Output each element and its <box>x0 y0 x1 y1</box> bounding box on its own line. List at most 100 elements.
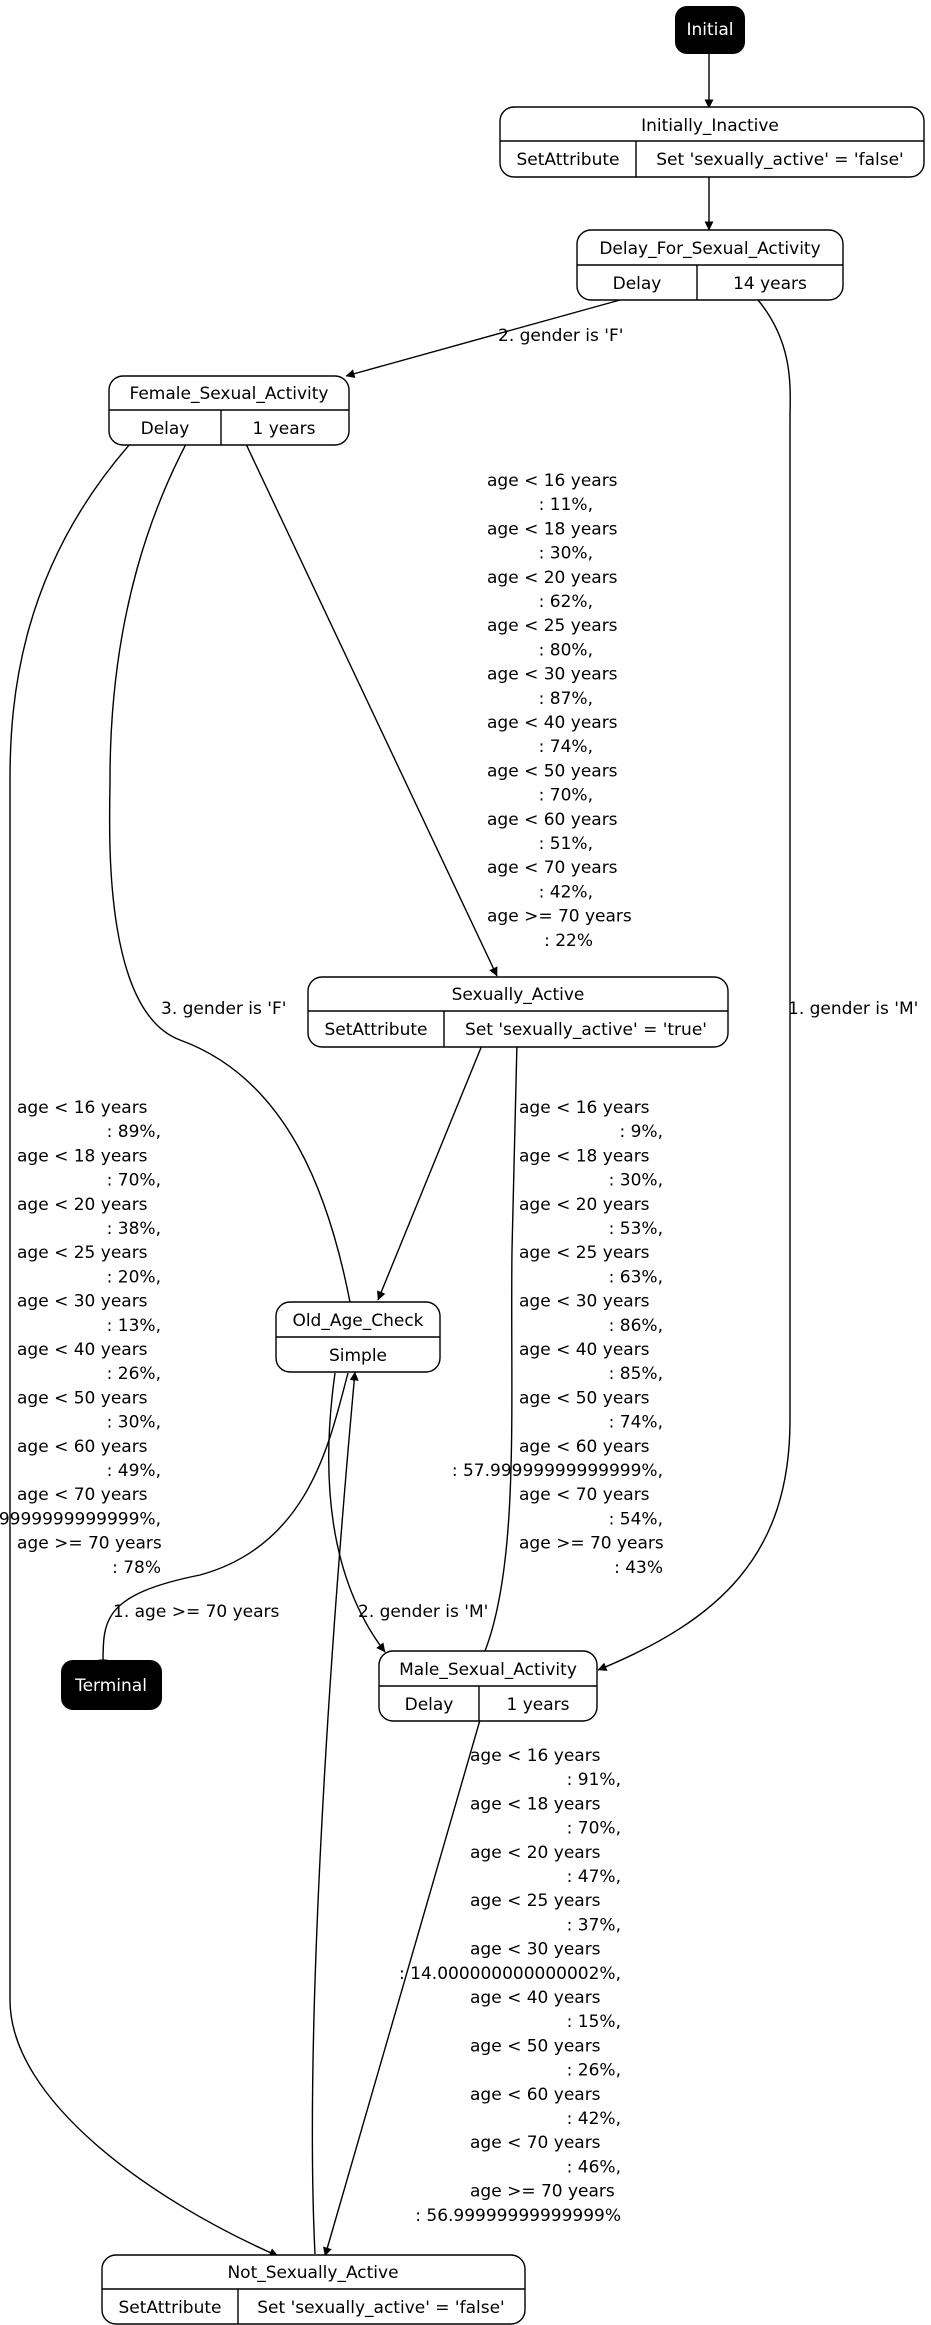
label-line: : 63%, <box>609 1267 663 1287</box>
label-line: : 22% <box>544 931 593 951</box>
state-not-active-name: Not_Sexually_Active <box>227 2263 398 2283</box>
label-line: : 26%, <box>567 2061 621 2081</box>
edge-female-to-sexually-active <box>245 443 498 977</box>
label-line: age < 30 years <box>17 1292 148 1312</box>
label-line: age < 25 years <box>487 616 618 636</box>
label-line: : 46%, <box>567 2157 621 2177</box>
label-line: : 74%, <box>539 737 593 757</box>
label-line: : 62%, <box>539 592 593 612</box>
label-line: age < 70 years <box>470 2133 601 2153</box>
state-sexually-active-type: SetAttribute <box>325 1020 428 1040</box>
label-male-to-not-active: age < 16 years: 91%,age < 18 years: 70%,… <box>399 1746 621 2226</box>
state-terminal: Terminal <box>61 1660 162 1710</box>
label-line: : 51%, <box>539 834 593 854</box>
state-sexually-active: Sexually_Active SetAttribute Set 'sexual… <box>307 976 729 1048</box>
label-line: : 70%, <box>107 1171 161 1191</box>
label-line: age >= 70 years <box>487 907 632 927</box>
label-line: : 13%, <box>107 1316 161 1336</box>
edge-old-age-to-male <box>328 1372 386 1653</box>
edge-old-age-to-terminal <box>98 1372 349 1669</box>
state-female-sexual-activity: Female_Sexual_Activity Delay 1 years <box>108 375 350 446</box>
label-line: : 70%, <box>539 786 593 806</box>
label-line: age < 30 years <box>487 665 618 685</box>
edge-sexually-active-to-old-age <box>377 1005 499 1301</box>
label-line: age < 20 years <box>519 1195 650 1215</box>
state-delay-for-sexual-activity: Delay_For_Sexual_Activity Delay 14 years <box>576 229 844 301</box>
label-delay-to-male: 1. gender is 'M' <box>788 999 918 1019</box>
state-male-detail: 1 years <box>506 1695 569 1715</box>
label-line: age < 20 years <box>17 1195 148 1215</box>
label-line: : 37%, <box>567 1915 621 1935</box>
label-line: age < 70 years <box>17 1485 148 1505</box>
state-female-detail: 1 years <box>252 419 315 439</box>
label-line: : 26%, <box>107 1364 161 1384</box>
label-line: age < 25 years <box>519 1243 650 1263</box>
label-line: age < 18 years <box>470 1794 601 1814</box>
label-line: age < 18 years <box>519 1146 650 1166</box>
state-not-active-type: SetAttribute <box>119 2298 222 2318</box>
label-line: : 30%, <box>609 1171 663 1191</box>
label-line: : 20%, <box>107 1267 161 1287</box>
label-line: age < 50 years <box>519 1388 650 1408</box>
label-line: age < 50 years <box>487 761 618 781</box>
label-line: age < 60 years <box>17 1437 148 1457</box>
label-line: : 11%, <box>539 495 593 515</box>
label-line: : 57.99999999999999%, <box>0 1509 161 1529</box>
edge-old-age-to-female <box>108 404 351 1303</box>
label-line: age < 20 years <box>487 568 618 588</box>
label-line: age < 25 years <box>470 1891 601 1911</box>
label-line: : 78% <box>112 1558 161 1578</box>
label-line: age < 30 years <box>519 1292 650 1312</box>
label-line: : 89%, <box>107 1122 161 1142</box>
label-line: age < 16 years <box>470 1746 601 1766</box>
edge-female-to-not-active <box>9 443 279 2257</box>
state-initially-inactive: Initially_Inactive SetAttribute Set 'sex… <box>499 106 925 178</box>
label-line: age < 18 years <box>17 1146 148 1166</box>
label-line: age < 50 years <box>17 1388 148 1408</box>
label-old-age-to-terminal: 1. age >= 70 years <box>113 1602 280 1622</box>
edge-male-to-sexually-active <box>484 999 523 1652</box>
edge-delay-to-male <box>597 299 791 1671</box>
label-line: : 86%, <box>609 1316 663 1336</box>
label-line: age < 70 years <box>487 858 618 878</box>
label-line: : 80%, <box>539 640 593 660</box>
edge-male-to-not-active <box>323 1719 481 2257</box>
state-terminal-name: Terminal <box>74 1676 147 1696</box>
state-delay-detail: 14 years <box>733 274 807 294</box>
label-line: : 54%, <box>609 1509 663 1529</box>
state-male-name: Male_Sexual_Activity <box>399 1660 577 1680</box>
state-old-age-check-name: Old_Age_Check <box>292 1311 423 1331</box>
label-line: age < 60 years <box>519 1437 650 1457</box>
label-line: : 49%, <box>107 1461 161 1481</box>
edge-not-active-to-old-age <box>311 1371 359 2255</box>
label-line: age < 25 years <box>17 1243 148 1263</box>
label-line: age < 40 years <box>470 1988 601 2008</box>
label-line: : 74%, <box>609 1413 663 1433</box>
label-line: age >= 70 years <box>470 2182 615 2202</box>
label-female-to-not-active: age < 16 years: 89%,age < 18 years: 70%,… <box>0 1098 162 1578</box>
label-line: : 85%, <box>609 1364 663 1384</box>
state-initial: Initial <box>675 6 745 54</box>
label-line: age < 40 years <box>519 1340 650 1360</box>
label-line: : 87%, <box>539 689 593 709</box>
label-line: age < 18 years <box>487 519 618 539</box>
label-line: : 42%, <box>539 882 593 902</box>
state-delay-type: Delay <box>613 274 662 294</box>
label-line: age < 60 years <box>487 810 618 830</box>
state-initially-inactive-type: SetAttribute <box>517 150 620 170</box>
label-line: age < 50 years <box>470 2036 601 2056</box>
label-line: age >= 70 years <box>17 1534 162 1554</box>
label-old-age-to-male: 2. gender is 'M' <box>358 1602 488 1622</box>
label-line: : 15%, <box>567 2012 621 2032</box>
state-not-sexually-active: Not_Sexually_Active SetAttribute Set 'se… <box>101 2254 526 2325</box>
state-female-type: Delay <box>141 419 190 439</box>
label-line: : 30%, <box>539 544 593 564</box>
label-male-to-active: age < 16 years: 9%,age < 18 years: 30%,a… <box>452 1098 664 1578</box>
label-line: : 38%, <box>107 1219 161 1239</box>
label-line: : 14.000000000000002%, <box>399 1964 621 1984</box>
label-line: age < 16 years <box>487 471 618 491</box>
state-delay-name: Delay_For_Sexual_Activity <box>599 239 820 259</box>
label-line: : 43% <box>614 1558 663 1578</box>
label-female-to-active: age < 16 years : 11%, age < 18 years : 30%,… <box>487 471 632 951</box>
